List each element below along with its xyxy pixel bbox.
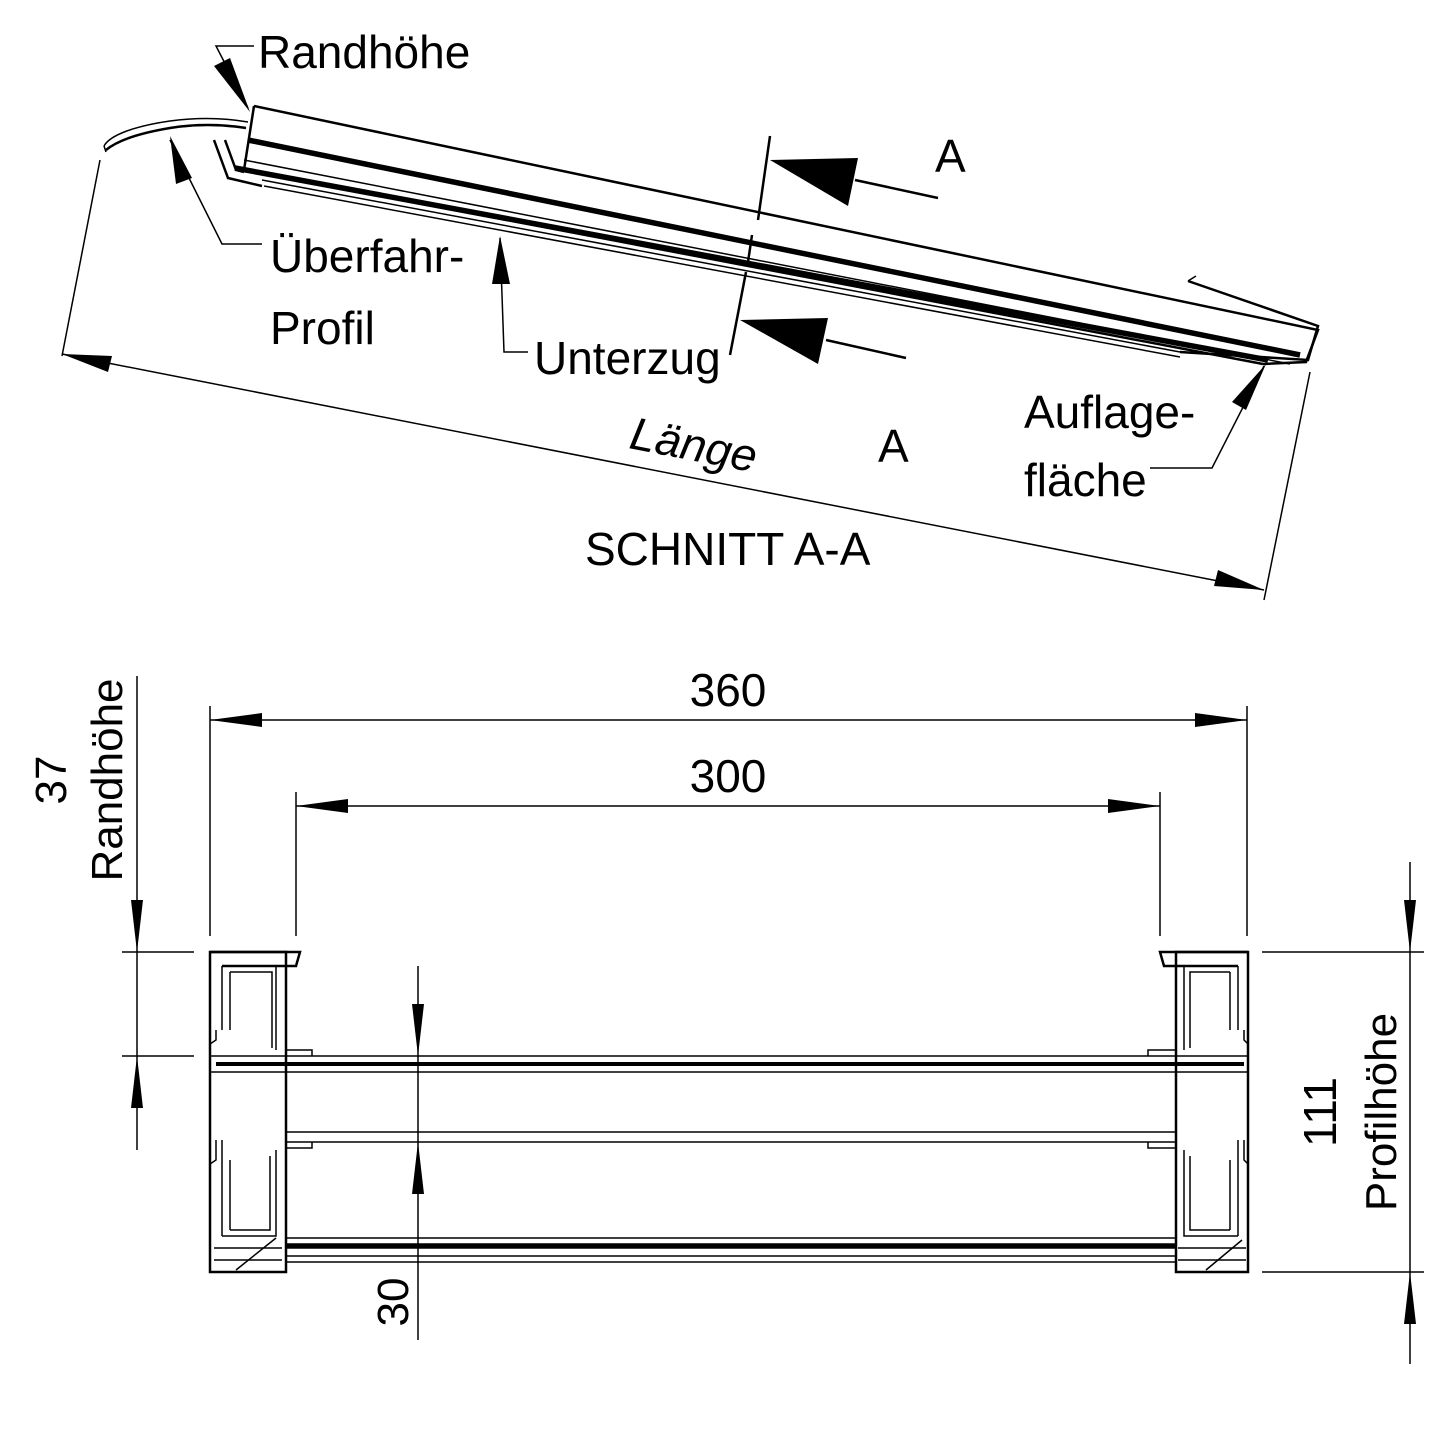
dim-360-text: 360 — [690, 664, 767, 716]
label-laenge: Länge — [626, 407, 761, 482]
bottom-plate — [286, 1237, 1176, 1263]
label-randhoehe-vertical: Randhöhe — [83, 678, 132, 881]
cross-section-view: 360 300 37 Randhöhe 111 Profilhöhe 30 — [27, 664, 1424, 1364]
dim-37-text: 37 — [27, 756, 76, 805]
leader-ueberfahr — [169, 136, 262, 245]
dim-randhoehe — [122, 676, 194, 1150]
label-profilhoehe-vertical: Profilhöhe — [1357, 1013, 1406, 1211]
ueberfahr-profile — [103, 117, 249, 153]
label-ueberfahr-2: Profil — [270, 302, 375, 354]
cut-marker-top: A — [935, 130, 966, 182]
dim-outer-width — [209, 706, 1248, 936]
dim-inner-width — [295, 792, 1161, 936]
dim-30-text: 30 — [369, 1278, 418, 1327]
dim-300-text: 300 — [690, 750, 767, 802]
ramp-body — [212, 104, 1320, 366]
label-auflage-1: Auflage- — [1024, 386, 1195, 438]
label-unterzug: Unterzug — [534, 332, 721, 384]
section-title: SCHNITT A-A — [585, 523, 871, 575]
left-side-profile — [208, 950, 313, 1274]
dim-profilhoehe — [1262, 862, 1424, 1364]
cut-marker-bottom: A — [878, 420, 909, 472]
laenge-dimension — [61, 159, 1311, 601]
leader-unterzug — [492, 236, 528, 353]
right-side-profile — [1147, 950, 1250, 1274]
dim-111-text: 111 — [1294, 1077, 1346, 1147]
section-cut-line — [728, 135, 939, 364]
leader-randhoehe — [214, 45, 254, 112]
centre-beam — [210, 1055, 1248, 1143]
leader-auflage — [1150, 364, 1266, 469]
label-auflage-2: fläche — [1024, 454, 1147, 506]
label-ueberfahr-1: Überfahr- — [270, 230, 464, 282]
dim-bar-height — [412, 966, 424, 1340]
ramp-side-view: Randhöhe Überfahr- Profil Unterzug Länge… — [61, 26, 1320, 601]
label-randhoehe: Randhöhe — [258, 26, 470, 78]
